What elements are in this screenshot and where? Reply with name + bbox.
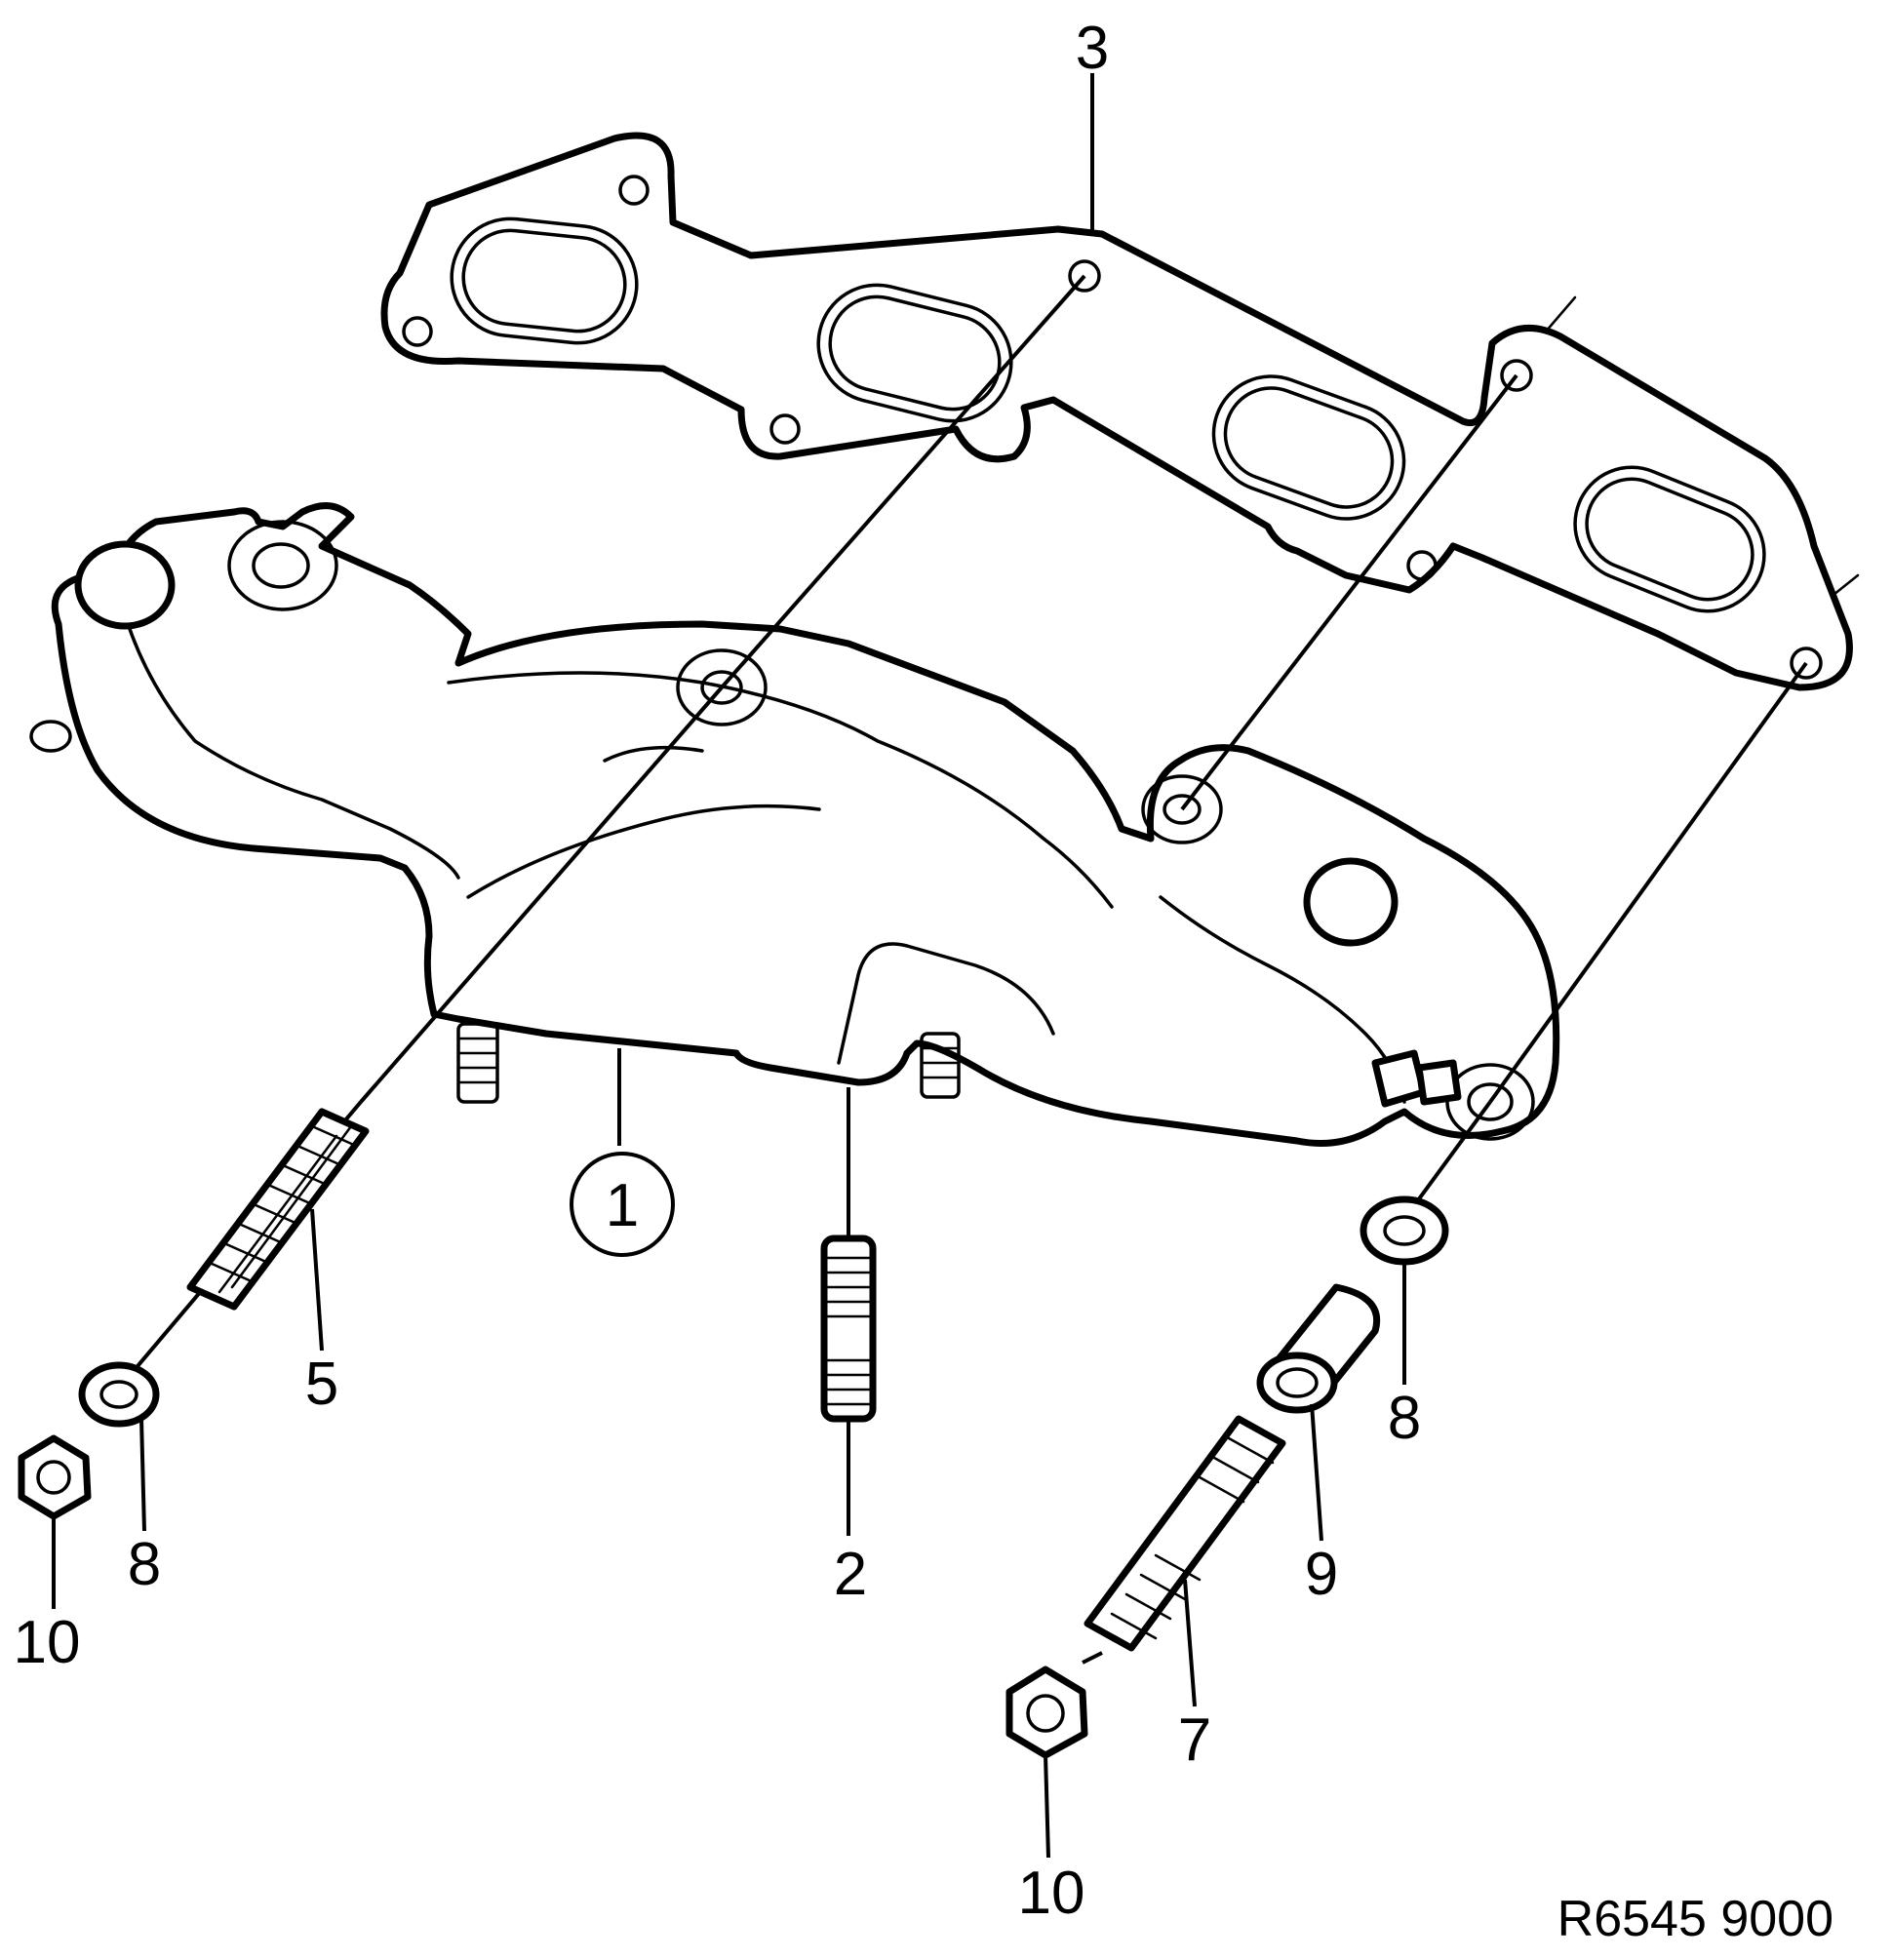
callout-3: 3 [1076,15,1109,82]
nut-right [1005,1666,1088,1759]
stud-left [186,1108,370,1311]
callout-8-left: 8 [128,1531,161,1598]
callout-10-right: 10 [1018,1860,1085,1927]
callout-9: 9 [1305,1541,1338,1608]
callout-5: 5 [305,1351,338,1418]
callout-8-right: 8 [1388,1385,1421,1452]
callout-7: 7 [1178,1706,1211,1774]
exhaust-manifold [29,502,1560,1147]
manifold-gasket [380,132,1860,691]
nut-left [18,1434,92,1520]
callout-2: 2 [834,1541,867,1608]
stud-right [1084,1415,1286,1652]
callout-1-circle [570,1152,675,1257]
spacer-sleeve [1256,1283,1380,1414]
stud-center [820,1235,877,1423]
washer-left [78,1361,160,1428]
callout-10-left: 10 [14,1609,81,1676]
washer-right [1360,1196,1449,1266]
callout-leaders [52,73,1406,1859]
callout-labels: 3 1 2 5 8 10 8 9 7 10 [14,15,1422,1927]
figure-reference-code: R6545 9000 [1557,1891,1833,1947]
callout-1: 1 [606,1172,639,1239]
